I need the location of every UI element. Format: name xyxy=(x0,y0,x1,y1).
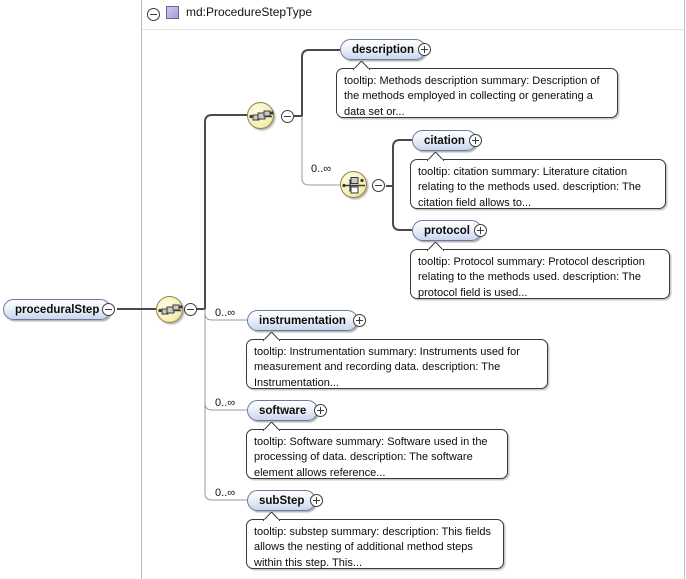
tooltip-citation-text: tooltip: citation summary: Literature ci… xyxy=(418,166,641,209)
protocol-expand-icon[interactable] xyxy=(474,224,487,237)
tooltip-protocol-text: tooltip: Protocol summary: Protocol desc… xyxy=(418,256,645,299)
type-header xyxy=(142,0,685,30)
tooltip-instrumentation-text: tooltip: Instrumentation summary: Instru… xyxy=(254,346,520,389)
tooltip-tail xyxy=(263,422,280,431)
substep-expand-icon[interactable] xyxy=(310,494,323,507)
tooltip-tail xyxy=(427,242,444,251)
description-expand-icon[interactable] xyxy=(418,43,431,56)
cardinality-instrumentation: 0..∞ xyxy=(215,307,236,319)
citation-expand-icon[interactable] xyxy=(469,134,482,147)
sequence-compositor-inner[interactable] xyxy=(247,102,274,129)
software-expand-icon[interactable] xyxy=(314,404,327,417)
tooltip-instrumentation: tooltip: Instrumentation summary: Instru… xyxy=(246,332,548,389)
tooltip-tail xyxy=(427,152,444,161)
tooltip-software: tooltip: Software summary: Software used… xyxy=(246,422,508,479)
sequence-root-collapse-icon[interactable] xyxy=(184,303,197,316)
tooltip-description-text: tooltip: Methods description summary: De… xyxy=(344,75,600,118)
tooltip-tail xyxy=(263,332,280,341)
tooltip-software-text: tooltip: Software summary: Software used… xyxy=(254,436,488,479)
tooltip-substep: tooltip: substep summary: description: T… xyxy=(246,512,504,569)
sequence-compositor-root[interactable] xyxy=(156,296,183,323)
element-substep[interactable]: subStep xyxy=(247,490,317,511)
type-name-label: md:ProcedureStepType xyxy=(186,5,313,19)
proceduralstep-collapse-icon[interactable] xyxy=(102,303,115,316)
element-protocol[interactable]: protocol xyxy=(412,220,482,241)
tooltip-tail xyxy=(263,512,280,521)
instrumentation-expand-icon[interactable] xyxy=(353,314,366,327)
element-citation[interactable]: citation xyxy=(412,130,477,151)
cardinality-software: 0..∞ xyxy=(215,397,236,409)
type-collapse-icon[interactable] xyxy=(147,8,160,21)
choice-collapse-icon[interactable] xyxy=(372,179,385,192)
tooltip-protocol: tooltip: Protocol summary: Protocol desc… xyxy=(410,242,670,299)
tooltip-citation: tooltip: citation summary: Literature ci… xyxy=(410,152,666,209)
tooltip-substep-text: tooltip: substep summary: description: T… xyxy=(254,526,492,569)
cardinality-choice: 0..∞ xyxy=(311,163,332,175)
cardinality-substep: 0..∞ xyxy=(215,487,236,499)
choice-compositor[interactable] xyxy=(340,171,367,198)
tooltip-description: tooltip: Methods description summary: De… xyxy=(336,61,618,118)
element-software[interactable]: software xyxy=(247,400,319,421)
element-proceduralstep[interactable]: proceduralStep xyxy=(3,299,112,320)
tooltip-tail xyxy=(353,61,370,70)
sequence-inner-collapse-icon[interactable] xyxy=(281,110,294,123)
element-description[interactable]: description xyxy=(340,39,426,60)
element-instrumentation[interactable]: instrumentation xyxy=(247,310,358,331)
complex-type-swatch-icon xyxy=(166,6,179,19)
